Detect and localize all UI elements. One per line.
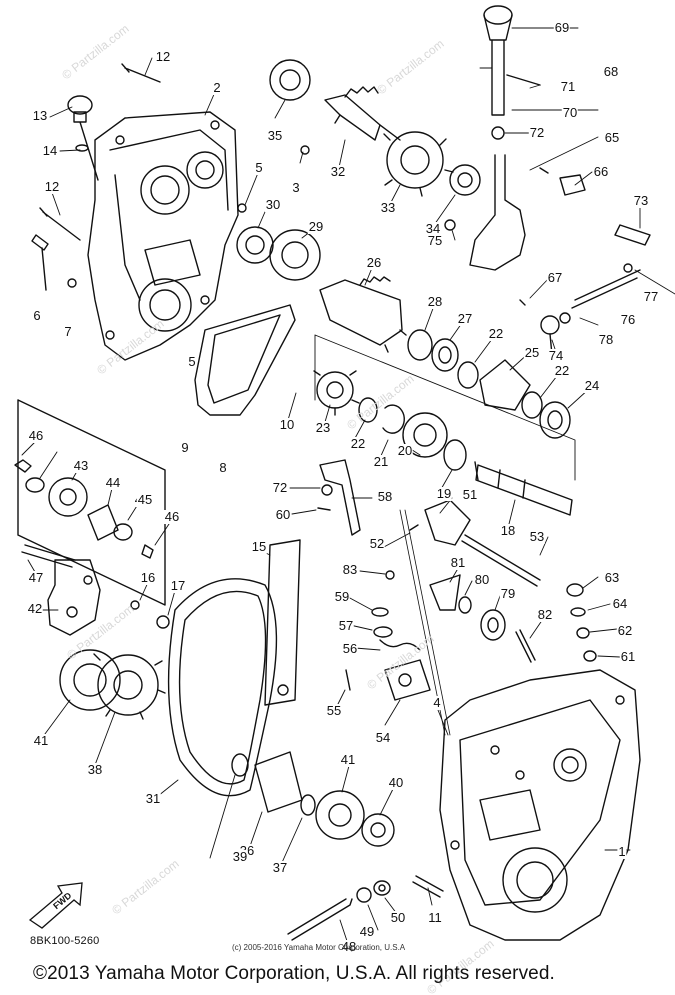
callout-60[interactable]: 60	[274, 507, 292, 522]
callout-22[interactable]: 22	[553, 363, 571, 378]
callout-42[interactable]: 42	[26, 601, 44, 616]
callout-55[interactable]: 55	[325, 703, 343, 718]
gasket	[194, 304, 296, 416]
callout-72[interactable]: 72	[528, 125, 546, 140]
callout-48[interactable]: 48	[340, 939, 358, 954]
callout-59[interactable]: 59	[333, 589, 351, 604]
callout-1[interactable]: 1	[617, 844, 627, 859]
callout-19[interactable]: 19	[435, 486, 453, 501]
callout-33[interactable]: 33	[379, 200, 397, 215]
callout-62[interactable]: 62	[616, 623, 634, 638]
callout-31[interactable]: 31	[144, 791, 162, 806]
left-case-cover	[87, 111, 239, 361]
callout-71[interactable]: 71	[559, 79, 577, 94]
callout-15[interactable]: 15	[250, 539, 268, 554]
callout-52[interactable]: 52	[368, 536, 386, 551]
callout-32[interactable]: 32	[329, 164, 347, 179]
callout-69[interactable]: 69	[553, 20, 571, 35]
callout-76[interactable]: 76	[619, 312, 637, 327]
callout-3[interactable]: 3	[291, 180, 301, 195]
callout-53[interactable]: 53	[528, 529, 546, 544]
callout-83[interactable]: 83	[341, 562, 359, 577]
callout-22[interactable]: 22	[349, 436, 367, 451]
callout-44[interactable]: 44	[104, 475, 122, 490]
callout-49[interactable]: 49	[358, 924, 376, 939]
callout-50[interactable]: 50	[389, 910, 407, 925]
callout-2[interactable]: 2	[212, 80, 222, 95]
callout-47[interactable]: 47	[27, 570, 45, 585]
callout-54[interactable]: 54	[374, 730, 392, 745]
callout-37[interactable]: 37	[271, 860, 289, 875]
callout-7[interactable]: 7	[63, 324, 73, 339]
callout-64[interactable]: 64	[611, 596, 629, 611]
callout-56[interactable]: 56	[341, 641, 359, 656]
callout-6[interactable]: 6	[32, 308, 42, 323]
callout-34[interactable]: 34	[424, 221, 442, 236]
callout-46[interactable]: 46	[27, 428, 45, 443]
callout-63[interactable]: 63	[603, 570, 621, 585]
drawing-code: 8BK100-5260	[30, 935, 100, 947]
callout-10[interactable]: 10	[278, 417, 296, 432]
callout-45[interactable]: 45	[136, 492, 154, 507]
callout-74[interactable]: 74	[547, 348, 565, 363]
callout-8[interactable]: 8	[218, 460, 228, 475]
callout-72[interactable]: 72	[271, 480, 289, 495]
callout-41[interactable]: 41	[339, 752, 357, 767]
callout-78[interactable]: 78	[597, 332, 615, 347]
callout-5[interactable]: 5	[254, 160, 264, 175]
callout-43[interactable]: 43	[72, 458, 90, 473]
callout-75[interactable]: 75	[426, 233, 444, 248]
callout-30[interactable]: 30	[264, 197, 282, 212]
callout-67[interactable]: 67	[546, 270, 564, 285]
callout-65[interactable]: 65	[603, 130, 621, 145]
callout-41[interactable]: 41	[32, 733, 50, 748]
callout-13[interactable]: 13	[31, 108, 49, 123]
callout-80[interactable]: 80	[473, 572, 491, 587]
callout-68[interactable]: 68	[602, 64, 620, 79]
fine-print-copyright: (c) 2005-2016 Yamaha Motor Corporation, …	[232, 943, 406, 952]
fwd-arrow-icon: FWD	[28, 882, 83, 929]
callout-17[interactable]: 17	[169, 578, 187, 593]
callout-23[interactable]: 23	[314, 420, 332, 435]
callout-70[interactable]: 70	[561, 105, 579, 120]
callout-14[interactable]: 14	[41, 143, 59, 158]
callout-22[interactable]: 22	[487, 326, 505, 341]
callout-21[interactable]: 21	[372, 454, 390, 469]
callout-18[interactable]: 18	[499, 523, 517, 538]
callout-29[interactable]: 29	[307, 219, 325, 234]
callout-4[interactable]: 4	[432, 695, 442, 710]
callout-38[interactable]: 38	[86, 762, 104, 777]
callout-79[interactable]: 79	[499, 586, 517, 601]
callout-77[interactable]: 77	[642, 289, 660, 304]
callout-9[interactable]: 9	[180, 440, 190, 455]
callout-26[interactable]: 26	[365, 255, 383, 270]
callout-40[interactable]: 40	[387, 775, 405, 790]
callout-11[interactable]: 11	[427, 910, 443, 925]
callout-61[interactable]: 61	[619, 649, 637, 664]
callout-25[interactable]: 25	[523, 345, 541, 360]
callout-39[interactable]: 39	[231, 849, 249, 864]
callout-28[interactable]: 28	[426, 294, 444, 309]
drive-belt	[167, 578, 278, 797]
callout-35[interactable]: 35	[266, 128, 284, 143]
callout-66[interactable]: 66	[592, 164, 610, 179]
callout-12[interactable]: 12	[154, 49, 172, 64]
footer-copyright: ©2013 Yamaha Motor Corporation, U.S.A. A…	[33, 963, 555, 984]
callout-16[interactable]: 16	[139, 570, 157, 585]
callout-58[interactable]: 58	[376, 489, 394, 504]
callout-24[interactable]: 24	[583, 378, 601, 393]
callout-73[interactable]: 73	[632, 193, 650, 208]
callout-27[interactable]: 27	[456, 311, 474, 326]
callout-20[interactable]: 20	[396, 443, 414, 458]
callout-57[interactable]: 57	[337, 618, 355, 633]
right-case	[439, 669, 641, 941]
callout-46[interactable]: 46	[163, 509, 181, 524]
callout-82[interactable]: 82	[536, 607, 554, 622]
callout-12[interactable]: 12	[43, 179, 61, 194]
callout-81[interactable]: 81	[449, 555, 467, 570]
callout-51[interactable]: 51	[461, 487, 479, 502]
callout-5[interactable]: 5	[187, 354, 197, 369]
